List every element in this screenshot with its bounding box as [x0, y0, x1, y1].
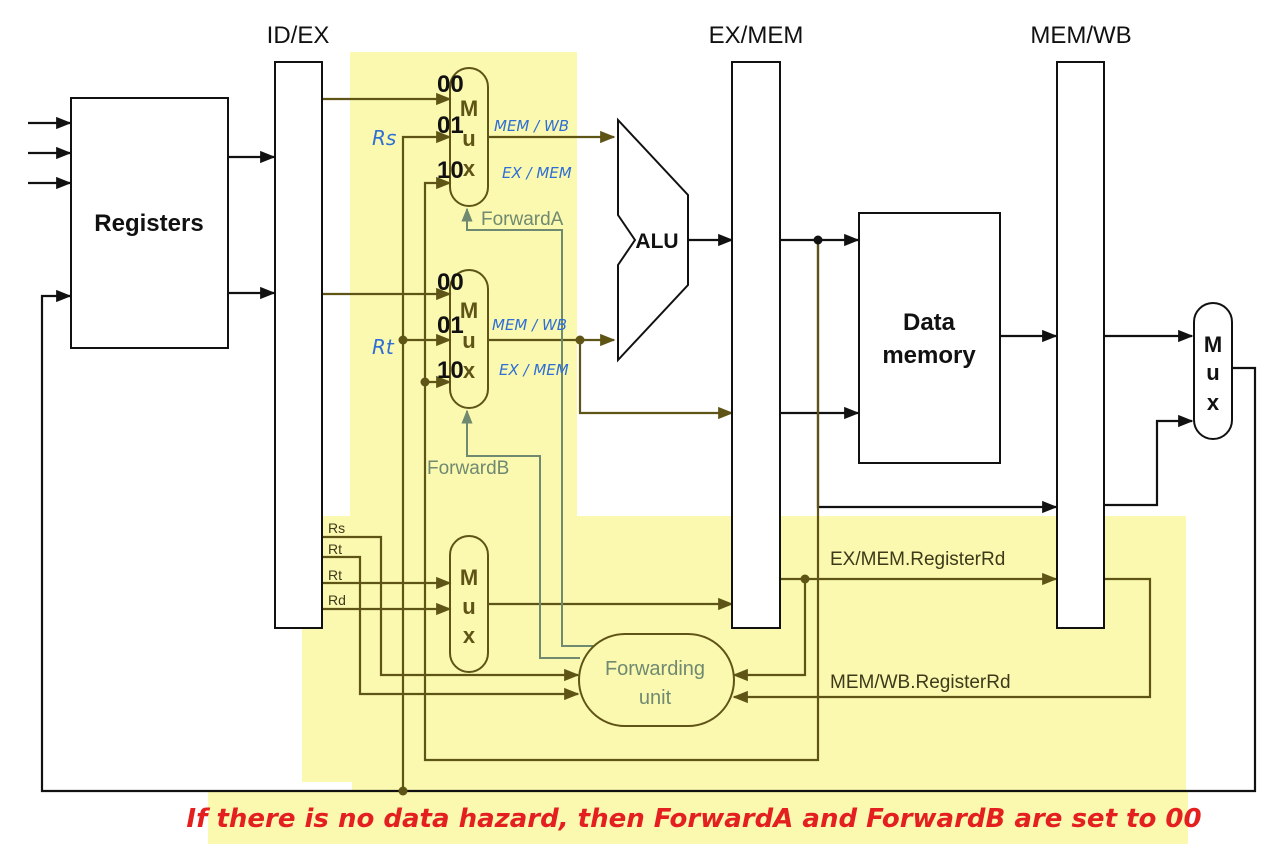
- registers-label: Registers: [94, 210, 203, 237]
- fb-mux-letter-x: x: [463, 358, 476, 383]
- forwarding-unit-label-2: unit: [639, 687, 672, 709]
- data-memory-label-1: Data: [903, 309, 956, 336]
- junction-dots: [398, 235, 823, 796]
- forward-b-mux: [449, 269, 489, 409]
- registers-block: [70, 97, 229, 349]
- writeback-mux: [1193, 302, 1233, 440]
- alu-block: [617, 117, 689, 363]
- forward-a-label: ForwardA: [481, 209, 564, 230]
- rd-mux: [449, 535, 489, 673]
- forwarding-wires: [322, 92, 1152, 791]
- rd-mux-letter-x: x: [463, 623, 476, 648]
- forward-b-label: ForwardB: [427, 458, 509, 479]
- wb-mux-letter-m: M: [1204, 332, 1222, 357]
- field-rd-label: Rd: [328, 592, 346, 608]
- fb-mux-letter-u: u: [462, 328, 475, 353]
- rd-mux-letter-m: M: [460, 565, 478, 590]
- field-rs-label: Rs: [328, 520, 345, 536]
- forward-a-mux: [449, 67, 489, 207]
- fa-mux-letter-x: x: [463, 156, 476, 181]
- forwarding-unit: [578, 633, 735, 727]
- id-ex-register: [274, 61, 323, 629]
- fa-mux-input-00: 00: [437, 71, 464, 98]
- ex-mem-register: [731, 61, 781, 629]
- field-rt-label-1: Rt: [328, 541, 342, 557]
- id-ex-label: ID/EX: [267, 22, 330, 49]
- rd-mux-letter-u: u: [462, 594, 475, 619]
- fa-mux-input-10: 10: [437, 157, 464, 184]
- fa-mux-letter-m: M: [460, 96, 478, 121]
- wb-mux-letter-x: x: [1207, 390, 1220, 415]
- fb-mux-input-01: 01: [437, 312, 464, 339]
- wb-mux-letter-u: u: [1206, 360, 1219, 385]
- alu-label: ALU: [635, 230, 678, 253]
- control-wires: [461, 207, 594, 659]
- caption-text: If there is no data hazard, then Forward…: [186, 804, 1201, 834]
- data-memory-label-2: memory: [882, 342, 976, 369]
- ex-mem-registerrd-label: EX/MEM.RegisterRd: [830, 549, 1005, 570]
- handwritten-fa-ex-mem: EX / MEM: [502, 164, 572, 182]
- forwarding-unit-label-1: Forwarding: [605, 658, 705, 680]
- fa-mux-input-01: 01: [437, 112, 464, 139]
- field-rt-label-2: Rt: [328, 567, 342, 583]
- ex-mem-label: EX/MEM: [709, 22, 804, 49]
- fa-mux-letter-u: u: [462, 126, 475, 151]
- handwritten-rs: Rs: [372, 126, 396, 150]
- mem-wb-label: MEM/WB: [1030, 22, 1131, 49]
- fb-mux-input-10: 10: [437, 357, 464, 384]
- handwritten-rt: Rt: [372, 335, 395, 359]
- handwritten-fb-mem-wb: MEM / WB: [492, 316, 567, 334]
- handwritten-fa-mem-wb: MEM / WB: [494, 117, 569, 135]
- fb-mux-input-00: 00: [437, 269, 464, 296]
- mem-wb-register: [1056, 61, 1105, 629]
- fb-mux-letter-m: M: [460, 298, 478, 323]
- data-memory-block: [858, 212, 1001, 464]
- mem-wb-registerrd-label: MEM/WB.RegisterRd: [830, 672, 1011, 693]
- handwritten-fb-ex-mem: EX / MEM: [499, 361, 569, 379]
